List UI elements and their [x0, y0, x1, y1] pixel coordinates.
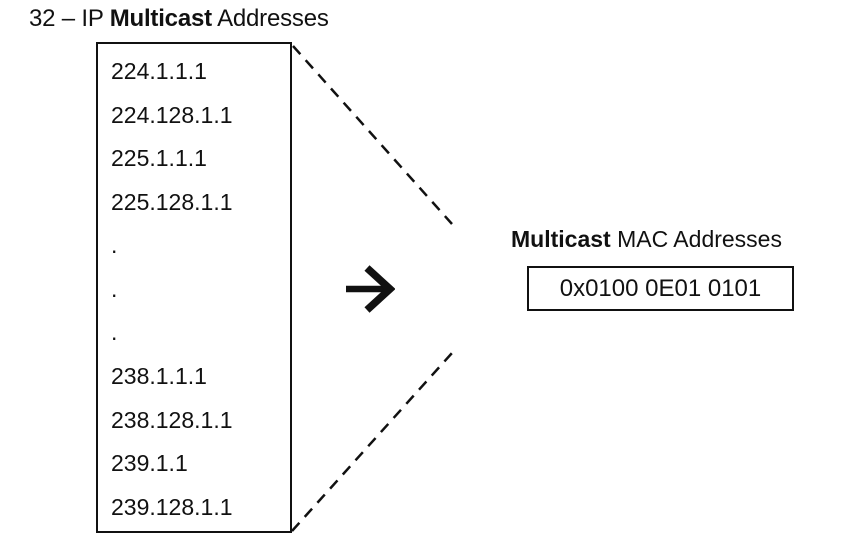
dashed-line-top	[292, 45, 453, 225]
mac-address-box: 0x0100 0E01 0101	[527, 266, 794, 311]
title-suffix: Addresses	[211, 5, 329, 32]
ip-multicast-address-box: 224.1.1.1 224.128.1.1 225.1.1.1 225.128.…	[96, 42, 292, 533]
mac-label-rest: MAC Addresses	[610, 226, 782, 252]
title-bold-word: Multicast	[109, 5, 212, 32]
ellipsis-dot-row: .	[111, 232, 118, 259]
mac-addresses-label: Multicast MAC Addresses	[511, 226, 782, 253]
ip-address-row: 225.1.1.1	[111, 145, 207, 172]
mac-label-bold-word: Multicast	[511, 226, 611, 252]
ip-address-row: 225.128.1.1	[111, 188, 233, 215]
ip-address-row: 239.128.1.1	[111, 493, 233, 520]
ip-address-row: 224.128.1.1	[111, 101, 233, 128]
title-prefix: 32 – IP	[29, 5, 110, 32]
right-arrow-icon	[346, 265, 395, 313]
diagram-title: 32 – IP Multicast Addresses	[29, 5, 329, 33]
ellipsis-dot-row: .	[111, 319, 118, 346]
mac-address-value: 0x0100 0E01 0101	[559, 274, 762, 302]
dashed-line-bottom	[291, 352, 453, 532]
ip-address-row: 239.1.1	[111, 450, 188, 477]
ip-address-row: 238.128.1.1	[111, 406, 233, 433]
ellipsis-dot-row: .	[111, 275, 118, 302]
ip-address-row: 224.1.1.1	[111, 58, 207, 85]
ip-address-row: 238.1.1.1	[111, 362, 207, 389]
